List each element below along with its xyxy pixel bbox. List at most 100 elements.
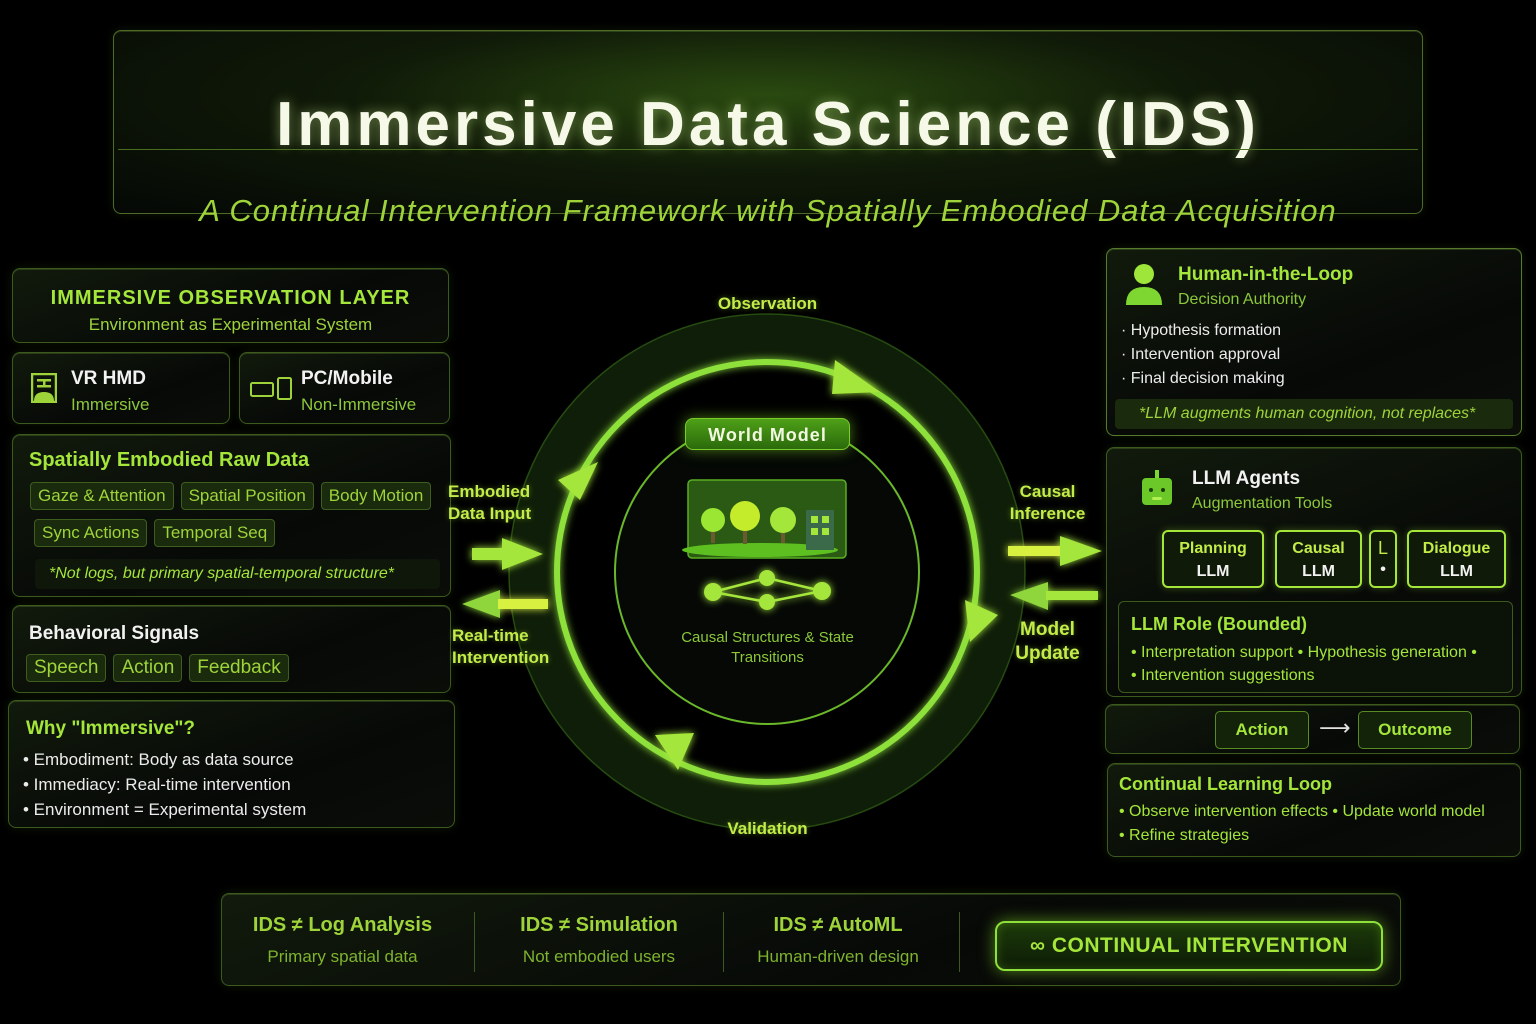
monitor-phone-icon bbox=[250, 377, 292, 400]
footer-cell-sub: Not embodied users bbox=[522, 947, 676, 966]
causal-graph-icon bbox=[704, 570, 831, 610]
why-immersive-list: • Embodiment: Body as data source • Imme… bbox=[23, 747, 306, 822]
raw-data-title: Spatially Embodied Raw Data bbox=[29, 449, 310, 471]
footer-cell-title: IDS ≠ Simulation bbox=[520, 914, 678, 936]
chip-body-motion: Body Motion bbox=[320, 482, 432, 510]
footer-divider bbox=[474, 912, 475, 972]
footer-divider bbox=[723, 912, 724, 972]
world-model-badge: World Model bbox=[685, 418, 850, 450]
behavioral-signals-panel: Behavioral Signals Speech Action Feedbac… bbox=[12, 605, 451, 693]
raw-data-chips-row1: Gaze & Attention Spatial Position Body M… bbox=[30, 482, 432, 510]
hitl-quote: *LLM augments human cognition, not repla… bbox=[1115, 399, 1513, 429]
hitl-title: Human-in-the-Loop bbox=[1178, 264, 1354, 285]
footer-divider bbox=[959, 912, 960, 972]
llm-role-panel: LLM Role (Bounded) • Interpretation supp… bbox=[1118, 601, 1513, 693]
chip-spatial-position: Spatial Position bbox=[180, 482, 314, 510]
world-scene-icon bbox=[682, 479, 847, 559]
list-item: • Embodiment: Body as data source bbox=[23, 750, 294, 769]
continual-learning-title: Continual Learning Loop bbox=[1119, 774, 1332, 794]
dialogue-llm-box: Dialogue LLM bbox=[1407, 530, 1506, 588]
label-observation: Observation bbox=[717, 294, 818, 313]
person-icon bbox=[1126, 264, 1162, 305]
llm-box-sub: LLM bbox=[1196, 563, 1230, 580]
cycle-rings bbox=[462, 313, 1102, 831]
footer-cell-title: IDS ≠ AutoML bbox=[773, 914, 903, 936]
page-subtitle: A Continual Intervention Framework with … bbox=[199, 193, 1337, 228]
causal-llm-box: Causal LLM bbox=[1275, 530, 1362, 588]
list-item: • Immediacy: Real-time intervention bbox=[23, 775, 291, 794]
chip-feedback: Feedback bbox=[189, 654, 289, 682]
llm-role-line: • Interpretation support • Hypothesis ge… bbox=[1131, 644, 1477, 661]
llm-box-sub: LLM bbox=[1440, 563, 1473, 580]
footer-cell-log-analysis: IDS ≠ Log Analysis Primary spatial data bbox=[240, 914, 445, 967]
footer-cell-automl: IDS ≠ AutoML Human-driven design bbox=[732, 914, 944, 967]
llm-box-label: Causal bbox=[1292, 540, 1345, 557]
chip-action: Action bbox=[113, 654, 183, 682]
caption-line: Transitions bbox=[731, 649, 804, 666]
raw-data-panel: Spatially Embodied Raw Data Gaze & Atten… bbox=[12, 434, 451, 597]
llm-role-line: • Intervention suggestions bbox=[1131, 667, 1315, 684]
label-real-time-intervention: Real-time Intervention bbox=[452, 626, 550, 667]
hitl-subtitle: Decision Authority bbox=[1178, 291, 1307, 308]
raw-data-note: *Not logs, but primary spatial-temporal … bbox=[35, 559, 440, 589]
label-validation: Validation bbox=[727, 819, 808, 838]
chip-speech: Speech bbox=[26, 654, 107, 682]
llm-box-label: Planning bbox=[1179, 540, 1247, 557]
list-item: · Final decision making bbox=[1121, 370, 1285, 387]
why-immersive-title: Why "Immersive"? bbox=[26, 718, 196, 739]
chip-gaze-attention: Gaze & Attention bbox=[30, 482, 174, 510]
label-causal-inference: Causal Inference bbox=[1009, 482, 1086, 523]
footer-cell-title: IDS ≠ Log Analysis bbox=[252, 914, 433, 936]
page-title: Immersive Data Science (IDS) bbox=[276, 90, 1260, 159]
planning-llm-box: Planning LLM bbox=[1162, 530, 1264, 588]
footer-cell-simulation: IDS ≠ Simulation Not embodied users bbox=[494, 914, 704, 967]
observation-layer-panel: IMMERSIVE OBSERVATION LAYER Environment … bbox=[12, 268, 449, 343]
footer-cell-sub: Human-driven design bbox=[757, 947, 919, 966]
caption-line: Causal Structures & State bbox=[681, 629, 854, 646]
device-name: VR HMD bbox=[71, 368, 146, 389]
footer-comparison-bar: IDS ≠ Log Analysis Primary spatial data … bbox=[221, 893, 1401, 986]
llm-agents-title: LLM Agents bbox=[1192, 468, 1301, 489]
label-embodied-data-input: Embodied Data Input bbox=[448, 482, 532, 523]
footer-cell-sub: Primary spatial data bbox=[267, 947, 418, 966]
vr-headset-icon bbox=[31, 373, 57, 403]
raw-data-chips-row2: Sync Actions Temporal Seq bbox=[34, 519, 276, 547]
chip-temporal-seq: Temporal Seq bbox=[154, 519, 276, 547]
llm-box-sub: LLM bbox=[1302, 563, 1335, 580]
llm-box-label: L bbox=[1377, 538, 1388, 558]
robot-icon bbox=[1142, 470, 1172, 505]
llm-box-sub: • bbox=[1380, 561, 1386, 578]
chip-sync-actions: Sync Actions bbox=[34, 519, 148, 547]
hitl-list: · Hypothesis formation · Intervention ap… bbox=[1121, 319, 1285, 391]
observation-layer-title: IMMERSIVE OBSERVATION LAYER bbox=[50, 287, 411, 309]
llm-agents-subtitle: Augmentation Tools bbox=[1192, 495, 1333, 512]
header-banner: Immersive Data Science (IDS) A Continual… bbox=[113, 30, 1423, 228]
behavioral-signals-title: Behavioral Signals bbox=[29, 623, 200, 644]
human-in-the-loop-panel: Human-in-the-Loop Decision Authority · H… bbox=[1106, 248, 1522, 436]
action-box: Action bbox=[1215, 711, 1309, 749]
device-mode: Immersive bbox=[71, 395, 150, 414]
arrow-right-icon: ⟶ bbox=[1319, 715, 1351, 740]
observation-layer-subtitle: Environment as Experimental System bbox=[88, 315, 373, 334]
list-item: · Hypothesis formation bbox=[1121, 322, 1282, 339]
llm-agents-panel: LLM Agents Augmentation Tools Planning L… bbox=[1106, 447, 1522, 697]
why-immersive-panel: Why "Immersive"? • Embodiment: Body as d… bbox=[8, 700, 455, 828]
list-item: · Intervention approval bbox=[1121, 346, 1281, 363]
continual-intervention-badge: ∞ CONTINUAL INTERVENTION bbox=[995, 921, 1383, 971]
learning-line: • Refine strategies bbox=[1119, 827, 1250, 844]
learning-line: • Observe intervention effects • Update … bbox=[1119, 803, 1485, 820]
behavioral-chips: Speech Action Feedback bbox=[26, 654, 289, 682]
llm-box-label: Dialogue bbox=[1422, 540, 1491, 557]
label-model-update: Model Update bbox=[1015, 619, 1080, 664]
continual-learning-panel: Continual Learning Loop • Observe interv… bbox=[1107, 763, 1521, 857]
llm-role-title: LLM Role (Bounded) bbox=[1131, 614, 1307, 634]
device-mode: Non-Immersive bbox=[301, 395, 417, 414]
list-item: • Environment = Experimental system bbox=[23, 800, 307, 819]
device-name: PC/Mobile bbox=[301, 368, 393, 389]
header-divider bbox=[118, 149, 1418, 150]
partial-llm-box: L • bbox=[1369, 530, 1397, 588]
causal-structures-caption: Causal Structures & State Transitions bbox=[650, 628, 885, 668]
device-vr-hmd: VR HMD Immersive bbox=[12, 352, 230, 424]
action-outcome-panel: Action ⟶ Outcome bbox=[1105, 704, 1520, 754]
continual-cycle-diagram: Observation Validation Embodied Data Inp… bbox=[440, 280, 1110, 850]
